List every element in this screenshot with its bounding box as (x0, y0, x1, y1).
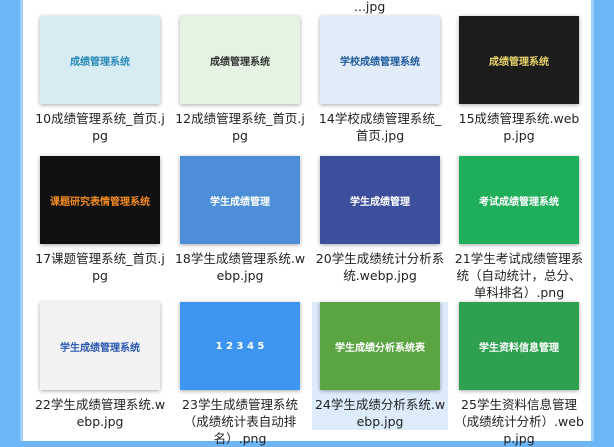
file-name[interactable]: 12成绩管理系统_首页.jpg (175, 111, 305, 143)
file-name[interactable]: 22学生成绩管理系统.webp.jpg (34, 397, 166, 429)
file-item[interactable]: 考试成绩管理系统 21学生考试成绩管理系统（自动统计，总分、单科排名）.png (451, 156, 587, 301)
file-item[interactable]: 学生成绩分析系统表 24学生成绩分析系统.webp.jpg (312, 302, 448, 430)
file-item[interactable]: 学生资料信息管理 25学生资料信息管理（成绩统计分析）.webp.jpg (451, 302, 587, 447)
file-thumbnail[interactable]: 课题研究表情管理系统 (40, 156, 160, 244)
thumbnail-title: 课题研究表情管理系统 (50, 196, 150, 208)
file-thumbnail[interactable]: 成绩管理系统 (40, 16, 160, 104)
file-thumbnail[interactable]: 学生成绩管理系统 (40, 302, 160, 390)
file-name[interactable]: 18学生成绩管理系统.webp.jpg (174, 251, 306, 283)
file-item[interactable]: 课题研究表情管理系统 17课题管理系统_首页.jpg (32, 156, 168, 284)
file-thumbnail[interactable]: 学校成绩管理系统 (320, 16, 440, 104)
file-thumbnail[interactable]: 成绩管理系统 (180, 16, 300, 104)
thumbnail-title: 成绩管理系统 (70, 56, 130, 68)
thumbnail-title: 学生成绩管理系统 (60, 342, 140, 354)
file-thumbnail[interactable]: 学生成绩分析系统表 (320, 302, 440, 390)
file-name[interactable]: 23学生成绩管理系统（成绩统计表自动排名）.png (182, 397, 298, 446)
file-name[interactable]: 10成绩管理系统_首页.jpg (35, 111, 165, 143)
file-item[interactable]: 学生成绩管理系统 22学生成绩管理系统.webp.jpg (32, 302, 168, 430)
file-item[interactable]: 1 2 3 4 5 23学生成绩管理系统（成绩统计表自动排名）.png (172, 302, 308, 447)
file-name[interactable]: 20学生成绩统计分析系统.webp.jpg (315, 251, 445, 283)
file-thumbnail[interactable]: 考试成绩管理系统 (459, 156, 579, 244)
thumbnail-title: 1 2 3 4 5 (215, 340, 265, 352)
file-item[interactable]: 成绩管理系统 12成绩管理系统_首页.jpg (172, 16, 308, 144)
thumbnail-title: 学生成绩分析系统表 (335, 342, 425, 354)
file-thumbnail[interactable]: 学生资料信息管理 (459, 302, 579, 390)
file-item[interactable]: 成绩管理系统 15成绩管理系统.webp.jpg (451, 16, 587, 144)
thumbnail-title: 成绩管理系统 (210, 56, 270, 68)
cut-off-label[interactable]: ...jpg (352, 0, 388, 14)
file-item[interactable]: 成绩管理系统 10成绩管理系统_首页.jpg (32, 16, 168, 144)
file-thumbnail[interactable]: 成绩管理系统 (459, 16, 579, 104)
thumbnail-title: 学生成绩管理 (350, 196, 410, 208)
thumbnail-title: 学校成绩管理系统 (340, 56, 420, 68)
thumbnail-title: 成绩管理系统 (489, 56, 549, 68)
thumbnail-title: 学生成绩管理 (210, 196, 270, 208)
file-name[interactable]: 21学生考试成绩管理系统（自动统计，总分、单科排名）.png (454, 251, 584, 300)
file-item[interactable]: 学生成绩管理 20学生成绩统计分析系统.webp.jpg (312, 156, 448, 284)
file-item[interactable]: 学生成绩管理 18学生成绩管理系统.webp.jpg (172, 156, 308, 284)
file-name[interactable]: 17课题管理系统_首页.jpg (35, 251, 165, 283)
file-thumbnail[interactable]: 学生成绩管理 (180, 156, 300, 244)
thumbnail-title: 考试成绩管理系统 (479, 196, 559, 208)
file-name[interactable]: 24学生成绩分析系统.webp.jpg (314, 397, 446, 429)
file-item[interactable]: 学校成绩管理系统 14学校成绩管理系统_首页.jpg (312, 16, 448, 144)
file-name[interactable]: 14学校成绩管理系统_首页.jpg (318, 111, 442, 143)
thumbnail-title: 学生资料信息管理 (479, 342, 559, 354)
file-name[interactable]: 15成绩管理系统.webp.jpg (458, 111, 580, 143)
file-thumbnail[interactable]: 1 2 3 4 5 (180, 302, 300, 390)
file-name[interactable]: 25学生资料信息管理（成绩统计分析）.webp.jpg (454, 397, 584, 446)
file-thumbnail[interactable]: 学生成绩管理 (320, 156, 440, 244)
